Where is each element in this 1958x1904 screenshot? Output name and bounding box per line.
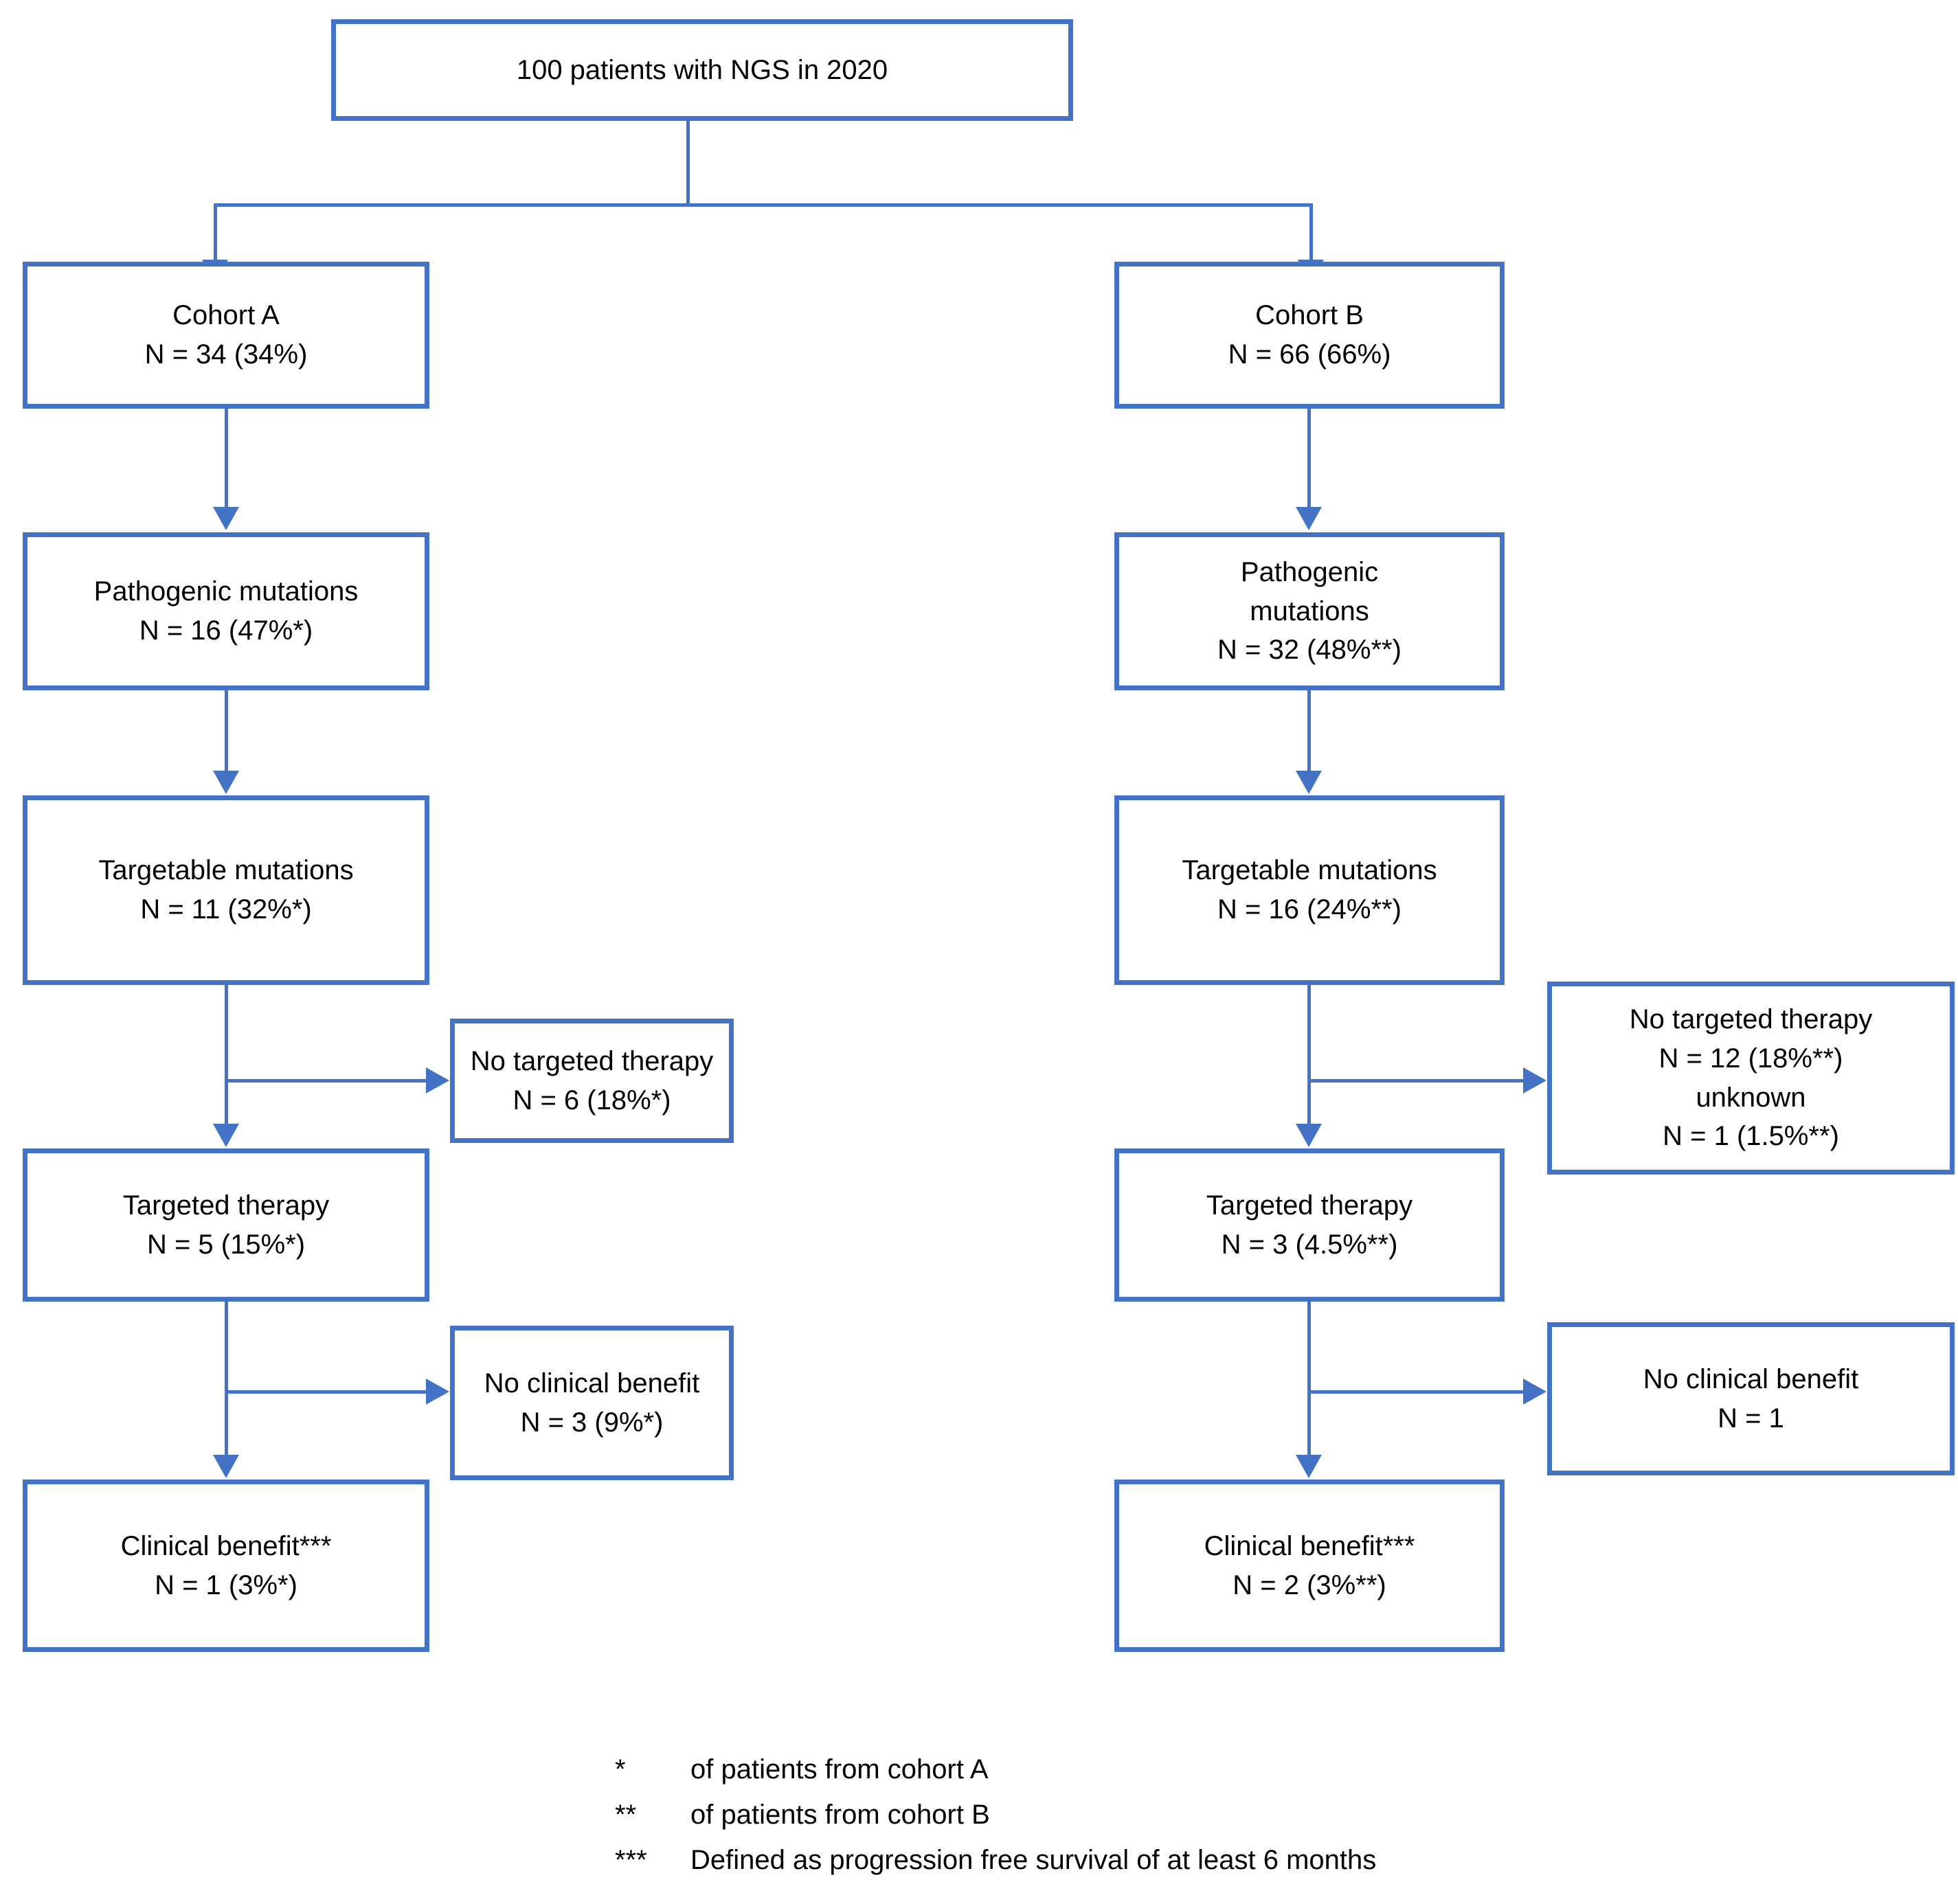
node-cohort-a-pathogenic-mutations: Pathogenic mutations N = 16 (47%*) xyxy=(23,532,429,690)
connector-b-root-to-pathogenic xyxy=(1307,409,1311,509)
connector-trunk-vertical xyxy=(686,121,690,205)
connector-b-therapy-to-no-benefit xyxy=(1307,1390,1524,1394)
node-cohort-b-targeted-therapy: Targeted therapy N = 3 (4.5%**) xyxy=(1114,1148,1505,1302)
connector-split-horizontal xyxy=(214,203,1313,207)
arrowhead-b-clinical-benefit xyxy=(1296,1455,1322,1478)
node-line-count: N = 11 (32%*) xyxy=(140,894,312,925)
legend-marker: *** xyxy=(615,1845,647,1875)
arrowhead-b-no-clinical-benefit xyxy=(1523,1379,1546,1405)
legend-item: *** Defined as progression free survival… xyxy=(615,1846,1376,1874)
legend-item: * of patients from cohort A xyxy=(615,1756,1376,1783)
arrowhead-b-pathogenic xyxy=(1296,507,1322,530)
node-line-count: N = 12 (18%**) xyxy=(1658,1043,1843,1074)
node-line-title: Clinical benefit*** xyxy=(1204,1530,1415,1561)
node-line-count: N = 66 (66%) xyxy=(1228,339,1391,370)
arrowhead-a-no-targeted-therapy xyxy=(426,1067,449,1093)
node-line-title: Targeted therapy xyxy=(1206,1190,1413,1221)
legend-marker: ** xyxy=(615,1800,637,1830)
legend-text: of patients from cohort A xyxy=(690,1754,989,1784)
node-line-title: No clinical benefit xyxy=(1643,1363,1859,1394)
node-line-title: Pathogenic mutations xyxy=(93,576,359,607)
connector-a-therapy-to-no-benefit xyxy=(225,1390,427,1394)
connector-split-right-vertical xyxy=(1309,203,1313,262)
node-cohort-b-clinical-benefit: Clinical benefit*** N = 2 (3%**) xyxy=(1114,1480,1505,1652)
node-line-count: N = 34 (34%) xyxy=(144,339,308,370)
connector-split-left-vertical xyxy=(214,203,217,262)
connector-b-targetable-to-no-therapy xyxy=(1307,1079,1524,1083)
node-line-title: Pathogenic xyxy=(1240,556,1379,587)
node-cohort-a-targetable-mutations: Targetable mutations N = 11 (32%*) xyxy=(23,795,429,985)
node-line-title: Targetable mutations xyxy=(98,855,354,886)
node-line-count: N = 1 (3%*) xyxy=(155,1569,297,1600)
node-line-title: Cohort A xyxy=(172,300,280,331)
node-line-count: N = 5 (15%*) xyxy=(146,1229,306,1260)
node-line-title: Targetable mutations xyxy=(1182,855,1437,886)
node-line-count: N = 3 (9%*) xyxy=(520,1407,664,1438)
node-cohort-a-targeted-therapy: Targeted therapy N = 5 (15%*) xyxy=(23,1148,429,1302)
legend-text: of patients from cohort B xyxy=(690,1800,990,1830)
connector-a-root-to-pathogenic xyxy=(225,409,228,509)
node-cohort-a-no-clinical-benefit: No clinical benefit N = 3 (9%*) xyxy=(450,1326,734,1480)
node-line-unknown-label: unknown xyxy=(1696,1082,1806,1113)
node-line-title: No targeted therapy xyxy=(470,1045,714,1076)
node-line-title: No targeted therapy xyxy=(1629,1004,1873,1034)
node-line-title: Clinical benefit*** xyxy=(120,1530,332,1561)
node-total-patients: 100 patients with NGS in 2020 xyxy=(331,19,1073,121)
node-cohort-b-pathogenic-mutations: Pathogenic mutations N = 32 (48%**) xyxy=(1114,532,1505,690)
arrowhead-b-no-targeted-therapy xyxy=(1523,1067,1546,1093)
arrowhead-a-clinical-benefit xyxy=(213,1455,239,1478)
arrowhead-a-targeted-therapy xyxy=(213,1124,239,1147)
arrowhead-b-targetable xyxy=(1296,771,1322,794)
connector-b-targetable-down xyxy=(1307,985,1311,1125)
node-cohort-a-no-targeted-therapy: No targeted therapy N = 6 (18%*) xyxy=(450,1019,734,1143)
connector-a-pathogenic-to-targetable xyxy=(225,690,228,773)
node-line-title-2: mutations xyxy=(1250,596,1369,626)
node-cohort-a: Cohort A N = 34 (34%) xyxy=(23,262,429,409)
connector-a-therapy-down xyxy=(225,1302,228,1457)
connector-b-therapy-down xyxy=(1307,1302,1311,1457)
node-line-unknown-count: N = 1 (1.5%**) xyxy=(1663,1121,1839,1152)
legend-text: Defined as progression free survival of … xyxy=(690,1845,1377,1875)
node-line: 100 patients with NGS in 2020 xyxy=(516,54,888,85)
arrowhead-a-pathogenic xyxy=(213,507,239,530)
node-line-count: N = 1 xyxy=(1718,1403,1784,1433)
legend-item: ** of patients from cohort B xyxy=(615,1801,1376,1828)
node-cohort-b: Cohort B N = 66 (66%) xyxy=(1114,262,1505,409)
connector-b-pathogenic-to-targetable xyxy=(1307,690,1311,773)
node-line-title: Targeted therapy xyxy=(122,1190,330,1221)
connector-a-targetable-down xyxy=(225,985,228,1125)
node-line-count: N = 32 (48%**) xyxy=(1217,635,1402,666)
node-line-count: N = 2 (3%**) xyxy=(1233,1569,1386,1600)
footnote-legend: * of patients from cohort A ** of patien… xyxy=(615,1756,1376,1892)
node-line-title: No clinical benefit xyxy=(484,1368,700,1398)
node-cohort-b-no-clinical-benefit: No clinical benefit N = 1 xyxy=(1547,1322,1955,1475)
node-cohort-b-targetable-mutations: Targetable mutations N = 16 (24%**) xyxy=(1114,795,1505,985)
node-line-title: Cohort B xyxy=(1255,300,1364,331)
legend-marker: * xyxy=(615,1754,626,1784)
arrowhead-a-targetable xyxy=(213,771,239,794)
node-line-count: N = 3 (4.5%**) xyxy=(1221,1229,1398,1260)
connector-a-targetable-to-no-therapy xyxy=(225,1079,427,1083)
arrowhead-a-no-clinical-benefit xyxy=(426,1379,449,1405)
node-cohort-b-no-targeted-therapy: No targeted therapy N = 12 (18%**) unkno… xyxy=(1547,982,1955,1175)
node-cohort-a-clinical-benefit: Clinical benefit*** N = 1 (3%*) xyxy=(23,1480,429,1652)
node-line-count: N = 16 (24%**) xyxy=(1217,894,1402,925)
node-line-count: N = 6 (18%*) xyxy=(513,1085,671,1115)
arrowhead-b-targeted-therapy xyxy=(1296,1124,1322,1147)
node-line-count: N = 16 (47%*) xyxy=(139,615,313,646)
